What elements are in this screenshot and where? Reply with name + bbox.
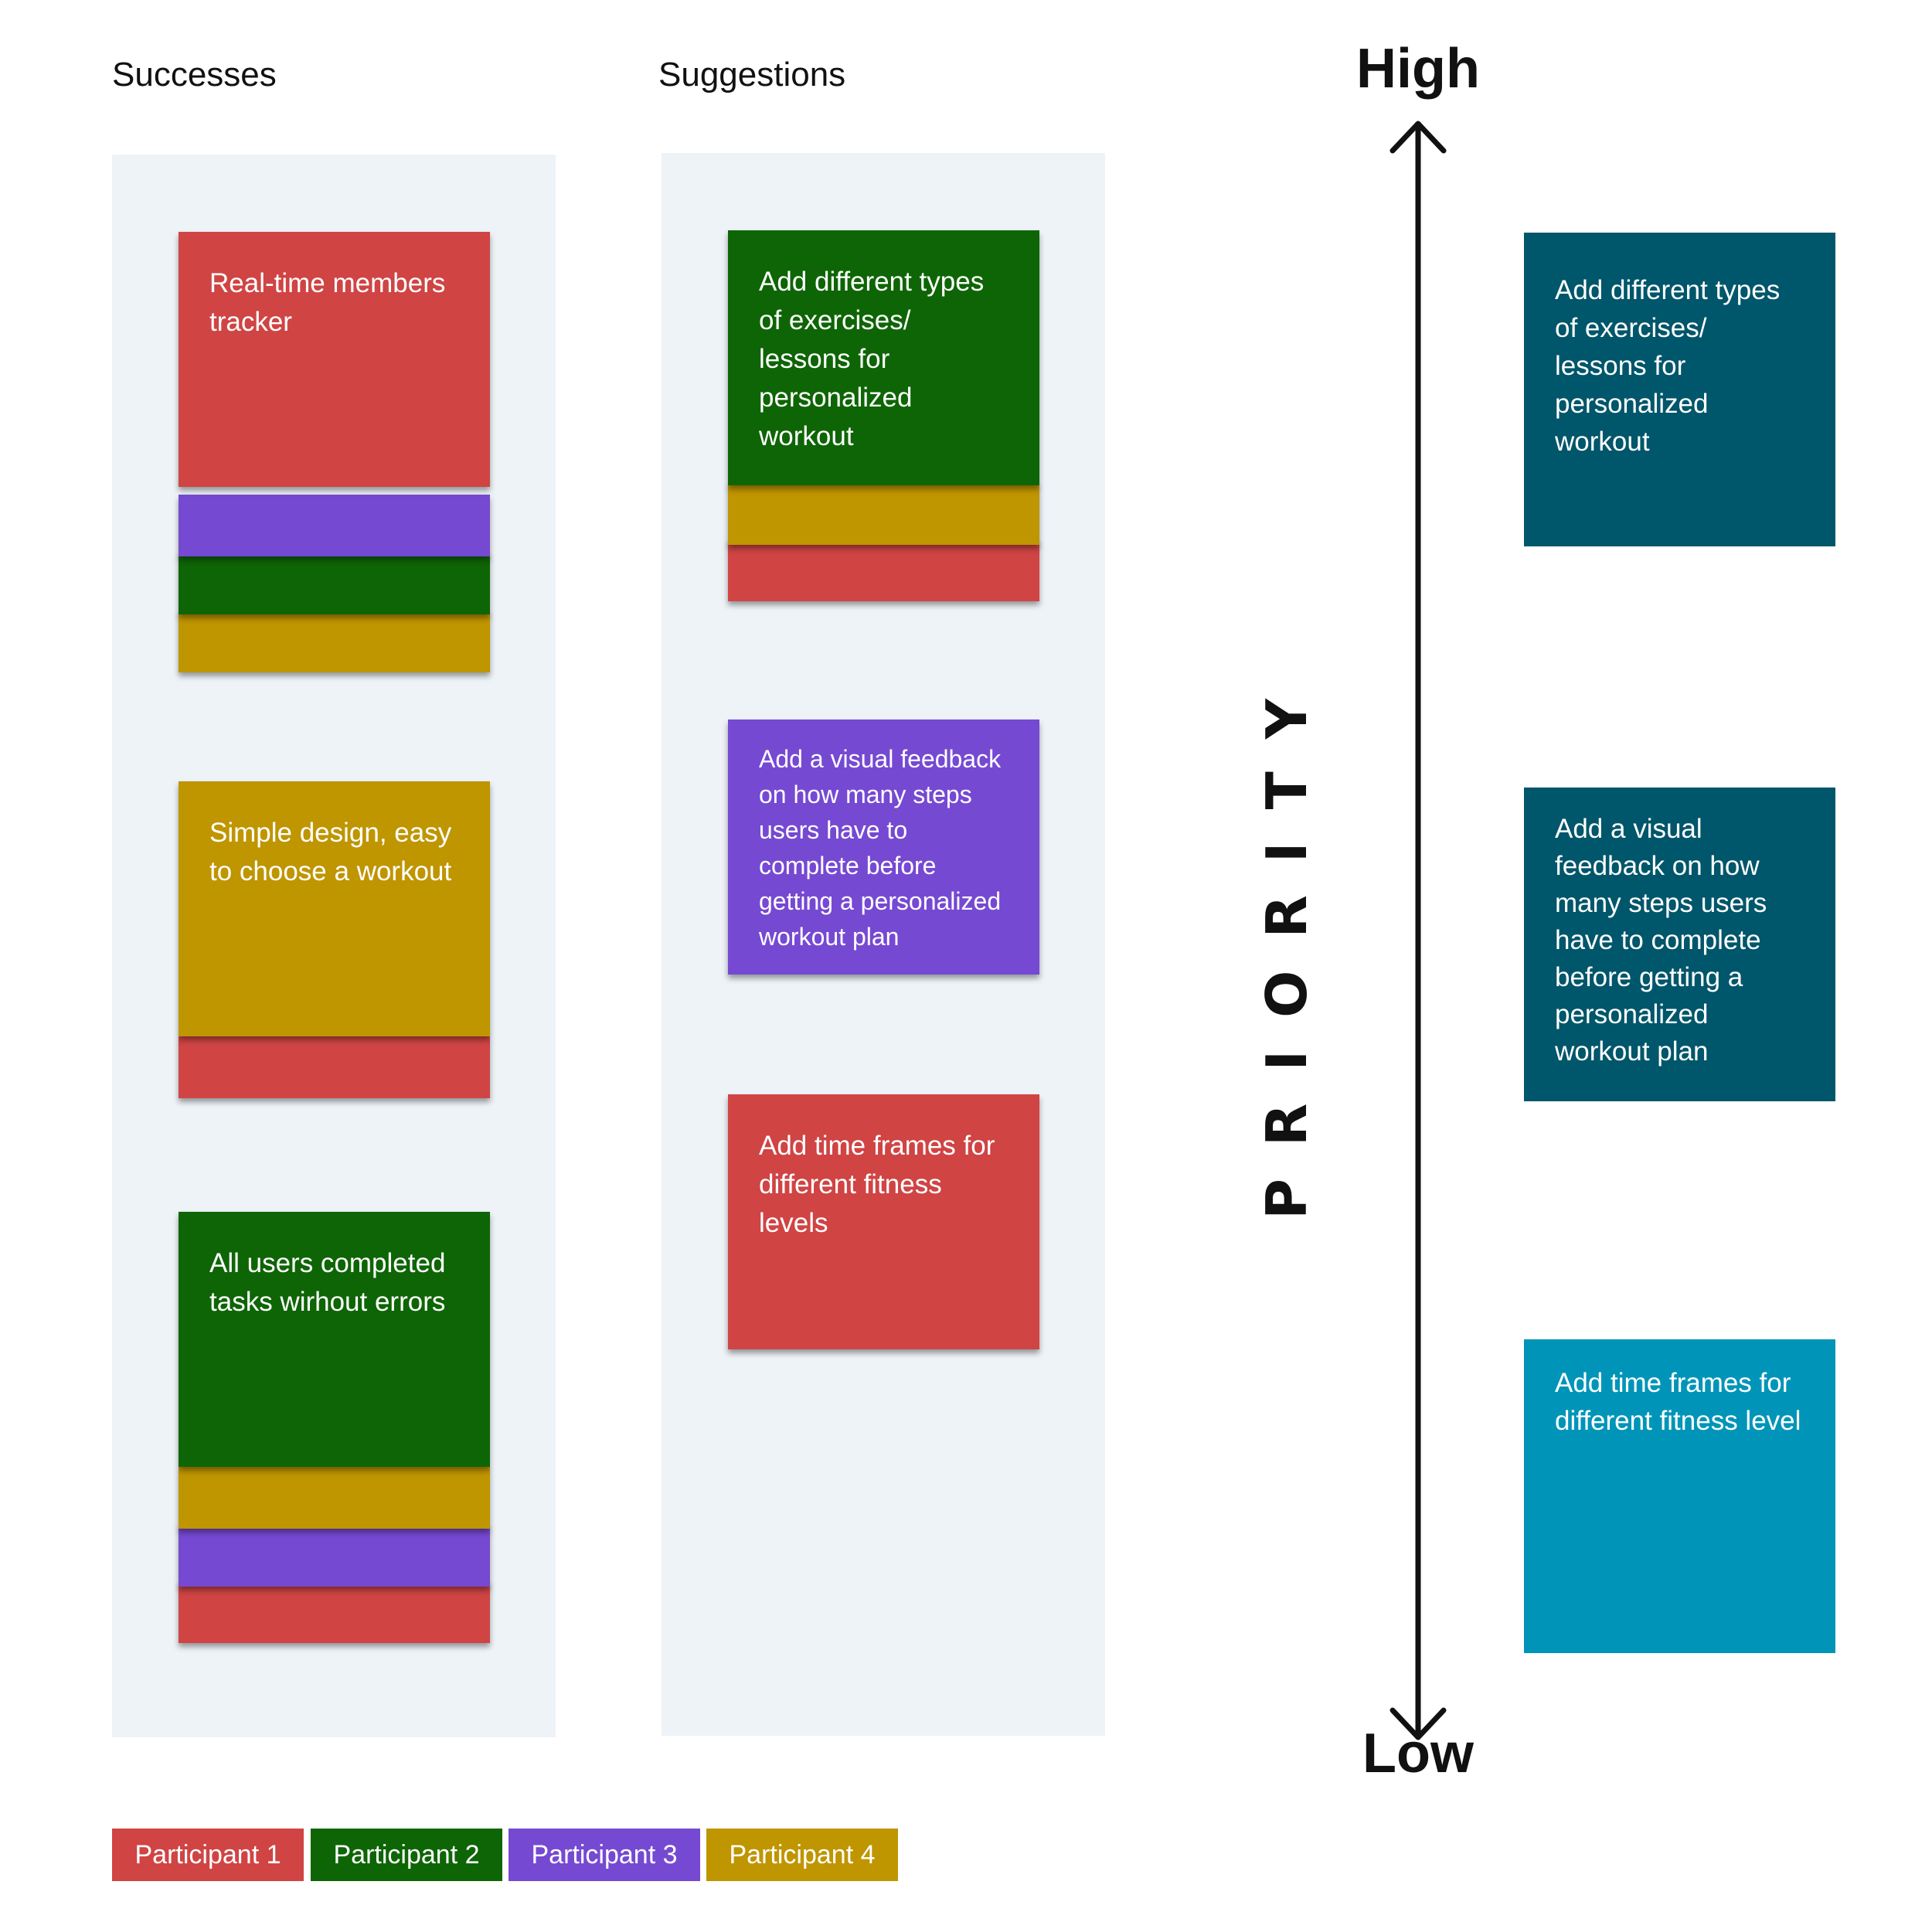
priority-note-low[interactable]: Add time frames for different fitness le… [1524,1339,1835,1653]
sticky-note[interactable] [179,1467,490,1529]
successes-column: Real-time members tracker Simple design,… [112,155,556,1737]
sticky-stack[interactable]: Real-time members tracker [179,232,490,672]
arrow-down-head [1389,1707,1447,1740]
sticky-note[interactable] [179,611,490,672]
high-label: High [1356,38,1480,100]
legend-participant-1: Participant 1 [112,1829,304,1881]
sticky-note[interactable] [179,553,490,614]
legend-participant-4: Participant 4 [706,1829,898,1881]
sticky-note[interactable] [179,1581,490,1643]
sticky-stack[interactable]: All users completed tasks wirhout errors [179,1212,490,1645]
low-label: Low [1362,1723,1474,1784]
legend-participant-2: Participant 2 [311,1829,502,1881]
sticky-stack[interactable]: Add different types of exercises/ lesson… [728,230,1039,601]
sticky-note[interactable] [728,539,1039,601]
sticky-note[interactable] [179,1525,490,1587]
sticky-note[interactable] [179,1036,490,1098]
sticky-stack[interactable]: Add time frames for different fitness le… [728,1094,1039,1349]
suggestions-title: Suggestions [658,56,846,94]
sticky-note[interactable]: Add different types of exercises/ lesson… [728,230,1039,485]
priority-arrow [1389,121,1447,1740]
priority-axis-title: PRIORITY [1254,666,1319,1220]
sticky-note[interactable] [728,483,1039,545]
sticky-note[interactable]: Real-time members tracker [179,232,490,487]
sticky-note[interactable]: Add time frames for different fitness le… [728,1094,1039,1349]
priority-note-high[interactable]: Add different types of exercises/ lesson… [1524,233,1835,546]
legend-participant-3: Participant 3 [509,1829,700,1881]
sticky-note[interactable]: All users completed tasks wirhout errors [179,1212,490,1467]
sticky-note[interactable] [179,495,490,556]
successes-title: Successes [112,56,277,94]
priority-note-medium[interactable]: Add a visual feedback on how many steps … [1524,788,1835,1101]
suggestions-column: Add different types of exercises/ lesson… [662,153,1105,1736]
arrow-up-head [1389,121,1447,154]
sticky-stack[interactable]: Simple design, easy to choose a workout [179,781,490,1098]
sticky-stack[interactable]: Add a visual feedback on how many steps … [728,720,1039,975]
sticky-note[interactable]: Add a visual feedback on how many steps … [728,720,1039,975]
sticky-note[interactable]: Simple design, easy to choose a workout [179,781,490,1036]
